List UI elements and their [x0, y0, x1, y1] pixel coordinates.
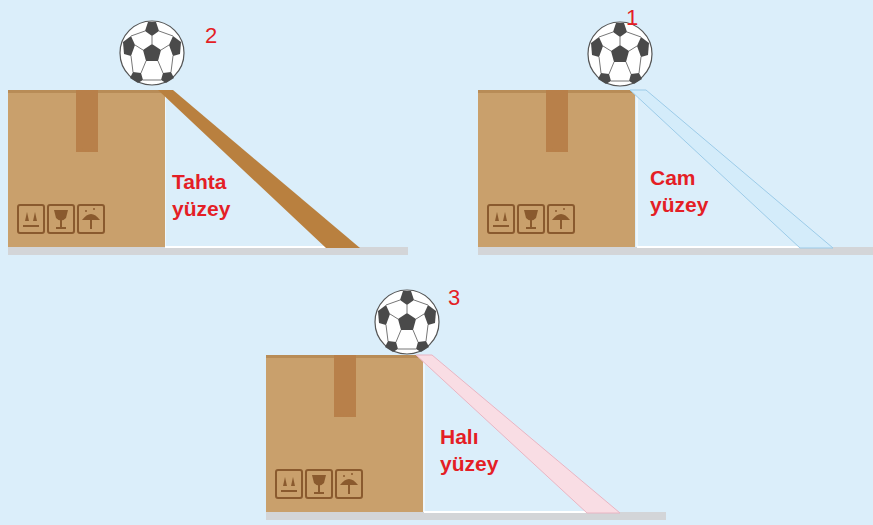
surface-label: Halı yüzey	[440, 423, 498, 478]
surface-label: Cam yüzey	[650, 164, 708, 219]
callout-number: 1	[626, 4, 638, 33]
callout-number: 3	[448, 284, 460, 313]
callout-number: 2	[205, 22, 217, 51]
surface-label: Tahta yüzey	[172, 168, 230, 223]
